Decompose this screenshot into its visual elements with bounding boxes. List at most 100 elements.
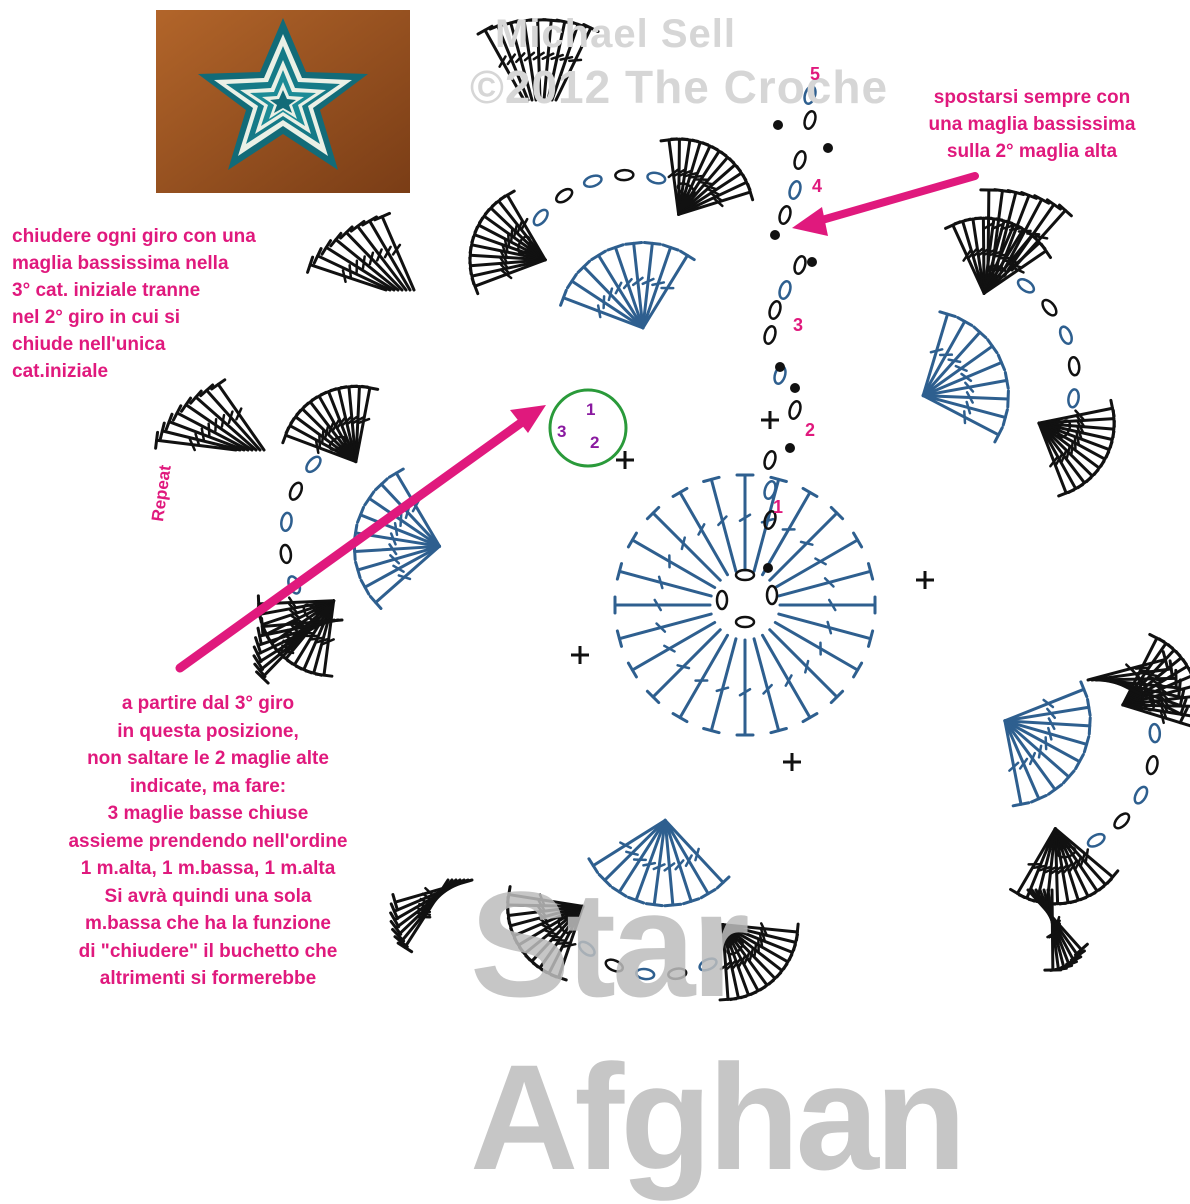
- round-number-5: 5: [810, 64, 820, 85]
- dc-stem: [326, 247, 394, 290]
- dc-top-bar: [365, 492, 374, 505]
- dc-cross: [209, 424, 210, 436]
- dc-stem: [711, 639, 736, 731]
- slip-stitch-dot-icon: [770, 230, 780, 240]
- dc-top-bar: [681, 251, 695, 259]
- crochet-diagram: Michael Sell ©2012 The Croche Star Afgha…: [0, 0, 1190, 1066]
- circle-number-1: 1: [586, 400, 595, 420]
- dc-cross: [508, 235, 509, 247]
- dc-cross: [311, 638, 323, 640]
- dc-cross: [1048, 728, 1051, 739]
- dc-top-bar: [704, 728, 719, 732]
- double-crochet-symbol-icon: [754, 639, 786, 733]
- chain-symbol-icon: [717, 591, 727, 609]
- dc-top-bar: [262, 619, 263, 635]
- slip-stitch-dot-icon: [823, 143, 833, 153]
- dc-stem: [1088, 659, 1165, 680]
- chain-stitches: [280, 85, 1161, 980]
- double-crochet-symbol-icon: [568, 274, 643, 327]
- dc-cross: [659, 577, 662, 588]
- arrows: [180, 176, 975, 668]
- double-crochet-symbol-icon: [617, 614, 711, 646]
- note-from-round-3: a partire dal 3° giro in questa posizion…: [8, 690, 408, 993]
- dc-cross: [370, 253, 373, 264]
- slip-stitch-dot-icon: [773, 120, 783, 130]
- dc-top-bar: [356, 562, 360, 577]
- single-crochet-cross-icon: [571, 646, 589, 664]
- chain-symbol-icon: [1058, 325, 1074, 345]
- dc-top-bar: [771, 728, 786, 732]
- note-slip-stitch: spostarsi sempre con una maglia bassissi…: [882, 84, 1182, 165]
- double-crochet-symbol-icon: [923, 396, 1002, 442]
- dc-cross: [350, 265, 351, 277]
- chain-symbol-icon: [778, 205, 793, 225]
- double-crochet-symbol-icon: [704, 639, 736, 733]
- chain-symbol-icon: [793, 150, 808, 170]
- chain-symbol-icon: [1112, 811, 1132, 831]
- double-crochet-symbol-icon: [361, 546, 439, 594]
- arrow-right: [815, 176, 975, 222]
- dc-top-bar: [617, 631, 621, 646]
- dc-top-bar: [1084, 737, 1088, 752]
- dc-cross: [652, 282, 663, 284]
- chain-symbol-icon: [788, 180, 803, 200]
- dc-top-bar: [1041, 244, 1050, 257]
- dc-top-bar: [704, 477, 719, 481]
- single-crochet-cross-icon: [616, 451, 634, 469]
- dc-cross: [949, 360, 960, 362]
- dc-top-bar: [568, 274, 577, 287]
- double-crochet-symbol-icon: [365, 492, 440, 546]
- single-crochet-cross-icon: [761, 411, 779, 429]
- dc-cross: [700, 182, 711, 184]
- double-crochet-symbol-icon: [322, 241, 394, 290]
- double-crochet-symbol-icon: [578, 261, 643, 328]
- chain-symbol-icon: [280, 512, 293, 531]
- slip-stitch-dot-icon: [807, 257, 817, 267]
- chain-symbol-icon: [788, 400, 803, 420]
- double-crochet-symbol-icon: [754, 477, 786, 571]
- dc-cross: [801, 542, 812, 545]
- double-crochet-symbol-icon: [779, 564, 873, 596]
- dc-stem: [754, 639, 779, 731]
- dc-cross: [626, 852, 637, 855]
- dc-top-bar: [258, 628, 261, 644]
- dc-cross: [215, 419, 216, 431]
- dc-stem: [619, 571, 711, 596]
- dc-top-bar: [160, 423, 164, 439]
- chain-symbol-icon: [763, 450, 778, 470]
- chain-symbol-icon: [1067, 389, 1080, 408]
- chain-symbol-icon: [778, 280, 793, 300]
- dc-cross: [399, 575, 410, 579]
- chain-symbol-icon: [793, 255, 808, 275]
- dc-top-bar: [1170, 661, 1172, 677]
- dc-cross: [1039, 746, 1041, 757]
- chain-symbol-icon: [1149, 724, 1160, 743]
- dc-cross: [325, 427, 328, 438]
- dc-top-bar: [988, 340, 997, 353]
- chain-symbol-icon: [615, 170, 633, 181]
- dc-cross: [1036, 236, 1047, 238]
- dc-stem: [1005, 689, 1084, 721]
- dc-cross: [363, 257, 365, 269]
- dc-cross: [514, 226, 517, 237]
- slip-stitch-dot-icon: [785, 443, 795, 453]
- dc-top-bar: [1005, 372, 1008, 388]
- dc-cross: [690, 176, 702, 177]
- circle-number-3: 3: [557, 422, 566, 442]
- chain-symbol-icon: [304, 454, 323, 474]
- chain-symbol-icon: [1086, 832, 1107, 850]
- slip-stitch-dot-icon: [763, 563, 773, 573]
- dc-top-bar: [1088, 699, 1091, 715]
- dc-top-bar: [592, 251, 606, 259]
- dc-top-bar: [1013, 803, 1029, 806]
- dc-stem: [988, 190, 989, 270]
- dc-cross: [401, 514, 402, 526]
- dc-cross: [343, 270, 346, 281]
- chain-symbol-icon: [763, 325, 778, 345]
- dc-top-bar: [1163, 652, 1167, 667]
- watermark-title: Star Afghan: [470, 858, 1190, 1204]
- chain-symbol-icon: [288, 481, 305, 502]
- dc-top-bar: [1179, 680, 1181, 696]
- arrow-right-head: [792, 207, 828, 236]
- circle-number-2: 2: [590, 433, 599, 453]
